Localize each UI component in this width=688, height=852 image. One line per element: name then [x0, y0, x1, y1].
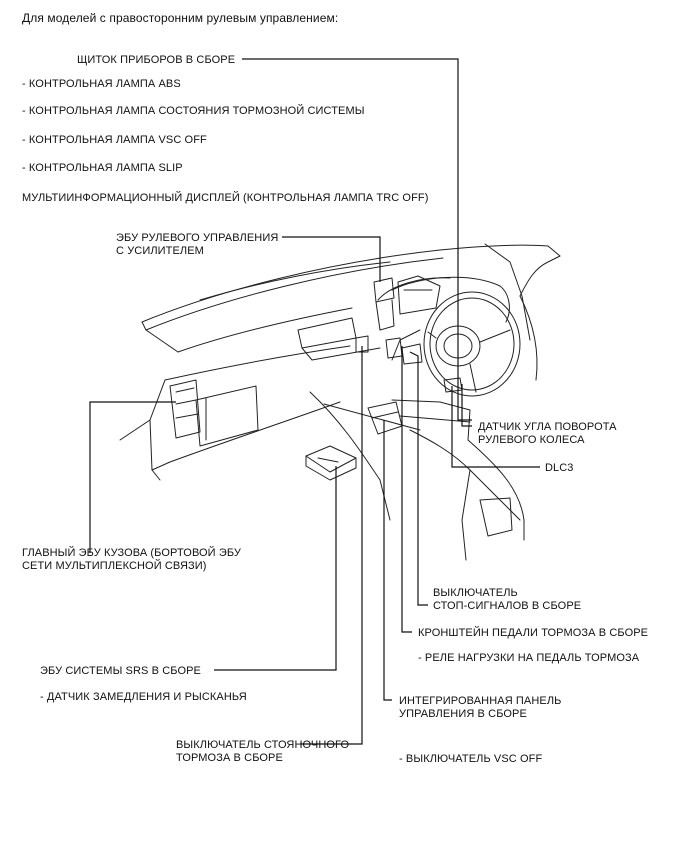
- label-body-ecu-line1: ГЛАВНЫЙ ЭБУ КУЗОВА (БОРТОВОЙ ЭБУ: [22, 547, 241, 559]
- label-yaw-sensor: - ДАТЧИК ЗАМЕДЛЕНИЯ И РЫСКАНЬЯ: [40, 691, 247, 703]
- page-header: Для моделей с правосторонним рулевым упр…: [22, 11, 339, 25]
- leader-parking-brake: [300, 346, 363, 745]
- label-eps-ecu-line2: С УСИЛИТЕЛЕМ: [116, 245, 204, 257]
- label-parking-brake-line1: ВЫКЛЮЧАТЕЛЬ СТОЯНОЧНОГО: [176, 739, 350, 751]
- label-stop-switch-line2: СТОП-СИГНАЛОВ В СБОРЕ: [433, 600, 582, 612]
- leader-eps-ecu: [282, 236, 381, 282]
- label-pedal-relay: - РЕЛЕ НАГРУЗКИ НА ПЕДАЛЬ ТОРМОЗА: [418, 652, 640, 664]
- leader-lines: [89, 58, 540, 745]
- label-brake-system-lamp: - КОНТРОЛЬНАЯ ЛАМПА СОСТОЯНИЯ ТОРМОЗНОЙ …: [22, 105, 365, 117]
- leader-steering-sensor: [461, 384, 472, 427]
- label-multi-display: МУЛЬТИИНФОРМАЦИОННЫЙ ДИСПЛЕЙ (КОНТРОЛЬНА…: [22, 192, 429, 204]
- leader-body-ecu: [89, 401, 176, 553]
- leader-dlc3: [451, 386, 540, 468]
- label-srs-ecu: ЭБУ СИСТЕМЫ SRS В СБОРЕ: [40, 665, 201, 677]
- label-combination-meter: ЩИТОК ПРИБОРОВ В СБОРЕ: [77, 54, 236, 66]
- label-dlc3: DLC3: [545, 462, 574, 474]
- label-vsc-off-switch: - ВЫКЛЮЧАТЕЛЬ VSC OFF: [399, 753, 543, 765]
- label-brake-pedal-bracket: КРОНШТЕЙН ПЕДАЛИ ТОРМОЗА В СБОРЕ: [418, 627, 649, 639]
- leader-integrated-panel: [383, 420, 392, 701]
- label-eps-ecu-line1: ЭБУ РУЛЕВОГО УПРАВЛЕНИЯ: [116, 232, 279, 244]
- label-integrated-panel-line2: УПРАВЛЕНИЯ В СБОРЕ: [399, 708, 527, 720]
- label-parking-brake-line2: ТОРМОЗА В СБОРЕ: [176, 752, 283, 764]
- leader-stop-switch: [409, 351, 428, 606]
- leader-combination-meter: [242, 58, 472, 421]
- leader-brake-pedal: [401, 346, 412, 633]
- label-body-ecu-line2: СЕТИ МУЛЬТИПЛЕКСНОЙ СВЯЗИ): [22, 560, 207, 572]
- label-steering-sensor-line2: РУЛЕВОГО КОЛЕСА: [478, 434, 585, 446]
- label-slip-lamp: - КОНТРОЛЬНАЯ ЛАМПА SLIP: [22, 162, 183, 174]
- label-stop-switch-line1: ВЫКЛЮЧАТЕЛЬ: [433, 587, 518, 599]
- label-abs-lamp: - КОНТРОЛЬНАЯ ЛАМПА ABS: [22, 78, 181, 90]
- leader-srs-ecu: [214, 466, 337, 671]
- label-integrated-panel-line1: ИНТЕГРИРОВАННАЯ ПАНЕЛЬ: [399, 695, 562, 707]
- label-steering-sensor-line1: ДАТЧИК УГЛА ПОВОРОТА: [478, 421, 617, 433]
- dashboard-outline: [119, 243, 561, 561]
- label-vsc-off-lamp: - КОНТРОЛЬНАЯ ЛАМПА VSC OFF: [22, 134, 207, 146]
